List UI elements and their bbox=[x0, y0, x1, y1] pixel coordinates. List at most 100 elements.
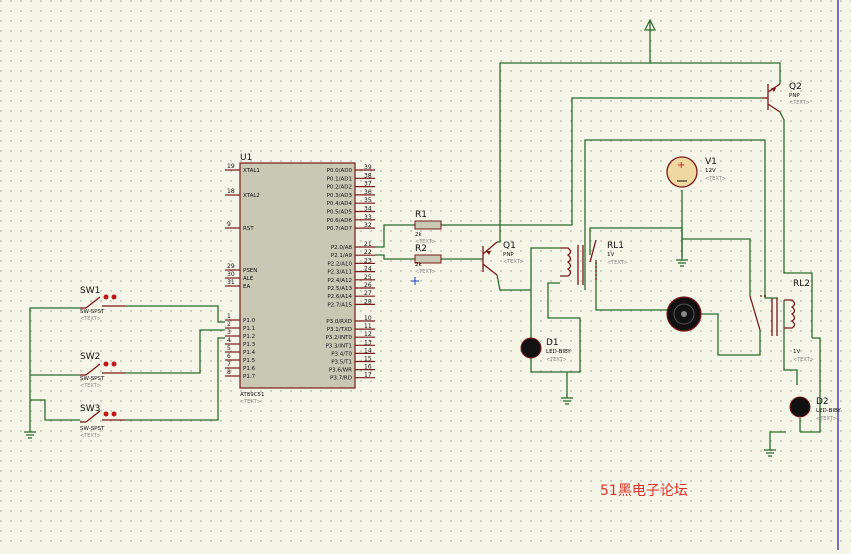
mcu-pin-p1-3[interactable]: 4P1.3 bbox=[225, 337, 256, 348]
pin-number: 24 bbox=[364, 266, 372, 273]
r1-value-label: 2k bbox=[415, 232, 422, 238]
mcu-pin-p1-6[interactable]: 7P1.6 bbox=[225, 361, 256, 372]
pin-label: ALE bbox=[243, 276, 254, 282]
sw2-ref-label: SW2 bbox=[80, 352, 100, 362]
pin-number: 18 bbox=[227, 188, 235, 195]
led-d1[interactable]: D1 LED-BIBY <TEXT> bbox=[520, 337, 571, 363]
mcu-pin-p1-5[interactable]: 6P1.5 bbox=[225, 353, 256, 364]
voltage-source-v1[interactable]: + V1 12V <TEXT> bbox=[666, 156, 726, 188]
sw3-ref-label: SW3 bbox=[80, 404, 100, 414]
pin-label: P2.6/A14 bbox=[327, 294, 352, 300]
pin-label: P1.6 bbox=[243, 366, 256, 372]
sw2-contact-icon bbox=[111, 361, 117, 367]
motor[interactable] bbox=[666, 296, 702, 332]
pin-label: P3.2/INT0 bbox=[325, 335, 352, 341]
ground-symbols bbox=[24, 259, 776, 457]
pin-label: P1.4 bbox=[243, 350, 256, 356]
pin-number: 23 bbox=[364, 257, 372, 264]
mcu-u1[interactable]: U1 AT89C51 <TEXT> 19XTAL118XTAL29RST29PS… bbox=[225, 153, 375, 405]
pin-label: P3.1/TXD bbox=[327, 327, 352, 333]
resistor-r2[interactable]: R2 2k <TEXT> bbox=[414, 244, 442, 275]
pin-label: P3.6/WR bbox=[329, 368, 352, 374]
pin-number: 35 bbox=[364, 197, 372, 204]
mcu-pin-p1-1[interactable]: 2P1.1 bbox=[225, 321, 255, 332]
mcu-pin-p1-7[interactable]: 8P1.7 bbox=[225, 369, 256, 380]
switch-sw3[interactable]: SW3 SW-SPST <TEXT> bbox=[80, 404, 125, 439]
sw3-part-label: SW-SPST bbox=[80, 426, 105, 432]
mcu-pin-p1-4[interactable]: 5P1.4 bbox=[225, 345, 256, 356]
sw2-contact-icon bbox=[103, 361, 109, 367]
transistor-q1[interactable]: Q1 PNP <TEXT> bbox=[482, 241, 524, 276]
pin-label: P0.2/AD2 bbox=[327, 185, 352, 191]
motor-shaft-icon bbox=[681, 311, 687, 317]
mcu-text-placeholder: <TEXT> bbox=[240, 399, 261, 405]
mcu-pin-p1-2[interactable]: 3P1.2 bbox=[225, 329, 255, 340]
pin-number: 30 bbox=[227, 271, 235, 278]
pin-label: P1.3 bbox=[243, 342, 256, 348]
pin-number: 37 bbox=[364, 181, 372, 188]
relay-rl1[interactable]: RL1 1V <TEXT> bbox=[560, 239, 628, 285]
wires bbox=[29, 30, 821, 450]
mcu-pin-p1-0[interactable]: 1P1.0 bbox=[225, 313, 256, 324]
pin-label: P3.7/RD bbox=[330, 376, 352, 382]
pin-label: P3.3/INT1 bbox=[325, 343, 352, 349]
pin-label: P2.0/A8 bbox=[331, 245, 353, 251]
sw2-text-placeholder: <TEXT> bbox=[80, 383, 101, 389]
switch-sw2[interactable]: SW2 SW-SPST <TEXT> bbox=[80, 352, 125, 389]
pin-label: P0.7/AD7 bbox=[327, 226, 353, 232]
power-terminal[interactable] bbox=[644, 18, 656, 31]
d1-part-label: LED-BIBY bbox=[546, 349, 571, 355]
r2-ref-label: R2 bbox=[415, 244, 427, 254]
relay-rl2[interactable]: RL2 1V <TEXT> bbox=[749, 279, 814, 363]
pin-number: 9 bbox=[227, 221, 231, 228]
resistor-r1[interactable]: R1 2k <TEXT> bbox=[414, 210, 442, 245]
pin-number: 33 bbox=[364, 214, 372, 221]
switch-sw1[interactable]: SW1 SW-SPST <TEXT> bbox=[80, 286, 125, 322]
mcu-right-pins: 39P0.0/AD038P0.1/AD137P0.2/AD236P0.3/AD3… bbox=[325, 164, 375, 382]
pin-number: 39 bbox=[364, 164, 372, 171]
pin-number: 5 bbox=[227, 345, 231, 352]
d1-ref-label: D1 bbox=[546, 338, 559, 348]
pin-label: P2.1/A9 bbox=[331, 253, 353, 259]
led-d2[interactable]: D2 LED-BIBY <TEXT> bbox=[789, 396, 841, 422]
pin-number: 27 bbox=[364, 290, 372, 297]
q1-text-placeholder: <TEXT> bbox=[503, 259, 524, 265]
d2-text-placeholder: <TEXT> bbox=[816, 416, 837, 422]
q2-type-label: PNP bbox=[789, 93, 800, 99]
transistor-q2[interactable]: Q2 PNP <TEXT> bbox=[762, 82, 810, 113]
mcu-ref-label: U1 bbox=[240, 153, 252, 163]
rl1-ref-label: RL1 bbox=[607, 241, 624, 251]
